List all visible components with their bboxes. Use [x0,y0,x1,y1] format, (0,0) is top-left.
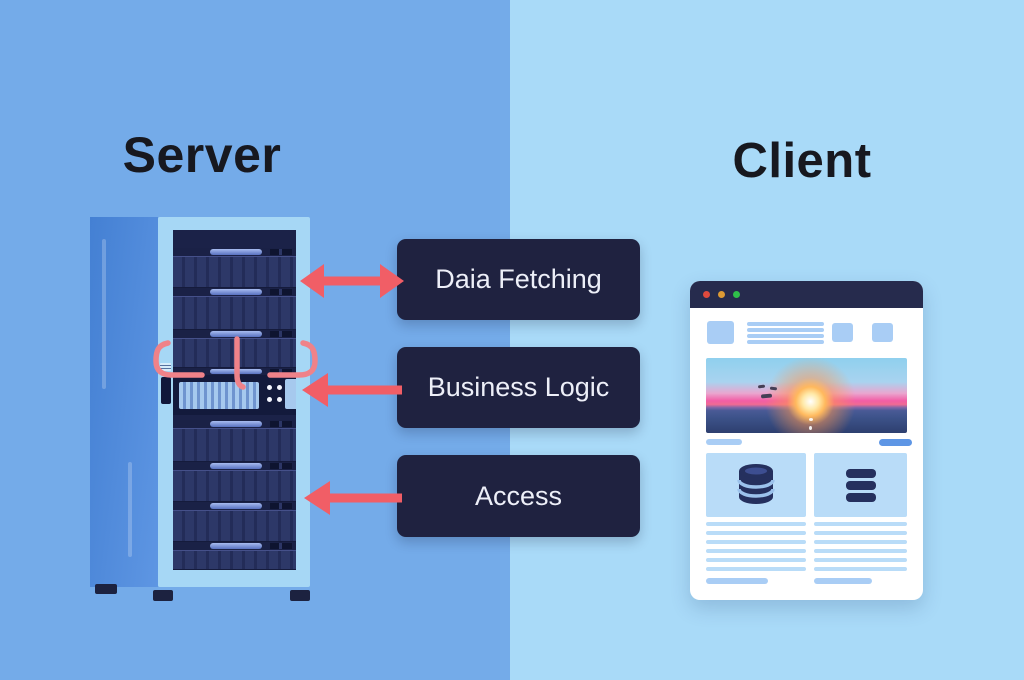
browser-window-illustration [690,281,923,600]
rack-door [90,217,158,587]
door-highlight [102,239,106,389]
sun-reflection [809,426,812,430]
rack-interior [173,230,296,570]
rack-rail [173,330,296,338]
rack-server-unit [173,256,296,288]
rack-rail [173,248,296,256]
card-database [706,453,806,517]
server-title: Server [122,126,282,183]
close-traffic-light-icon [703,291,710,298]
rack-foot [153,590,173,601]
client-title: Client [732,133,872,188]
nav-button-placeholder [872,323,893,342]
rack-rail [173,462,296,470]
sun [706,358,907,433]
label-text: Daia Fetching [435,264,602,294]
rack-server-unit [173,510,296,542]
rack-band [173,230,296,248]
rack-cables [153,336,318,390]
rack-frame-handle [161,377,171,404]
rack-foot [95,584,117,594]
server-rack-illustration [90,217,318,609]
link-placeholder [814,578,872,584]
door-highlight [128,462,132,557]
database-icon [737,464,775,504]
sun-reflection [809,418,813,421]
rack-band [173,415,296,420]
hero-image-sunset [706,358,907,433]
label-box-data-fetching: Daia Fetching [397,239,640,320]
rack-foot [290,590,310,601]
rack-rail [173,288,296,296]
card-list [814,453,907,517]
left-arrow-icon [302,373,402,407]
rack-server-unit [173,470,296,502]
logo-placeholder [707,321,734,344]
rack-server-unit [173,296,296,330]
bidirectional-arrow-icon [300,264,404,298]
caption-placeholder [706,439,742,445]
rack-server-unit [173,550,296,570]
left-arrow-icon [304,481,402,515]
rack-control-panel [173,375,296,415]
rack-frame [158,217,310,587]
browser-titlebar [690,281,923,308]
list-icon [845,466,876,505]
rack-server-unit [173,428,296,462]
maximize-traffic-light-icon [733,291,740,298]
text-lines-placeholder [706,522,806,576]
control-side-box [285,379,296,409]
minimize-traffic-light-icon [718,291,725,298]
label-box-access: Access [397,455,640,537]
rack-rail [173,420,296,428]
link-placeholder [706,578,768,584]
nav-button-placeholder [832,323,853,342]
rack-rail [173,542,296,550]
nav-text-placeholder [747,322,824,346]
label-text: Business Logic [427,372,610,402]
text-lines-placeholder [814,522,907,576]
label-box-business-logic: Business Logic [397,347,640,428]
label-text: Access [474,480,563,511]
rack-rail [173,502,296,510]
rack-frame-label [160,363,171,371]
button-placeholder [879,439,912,446]
